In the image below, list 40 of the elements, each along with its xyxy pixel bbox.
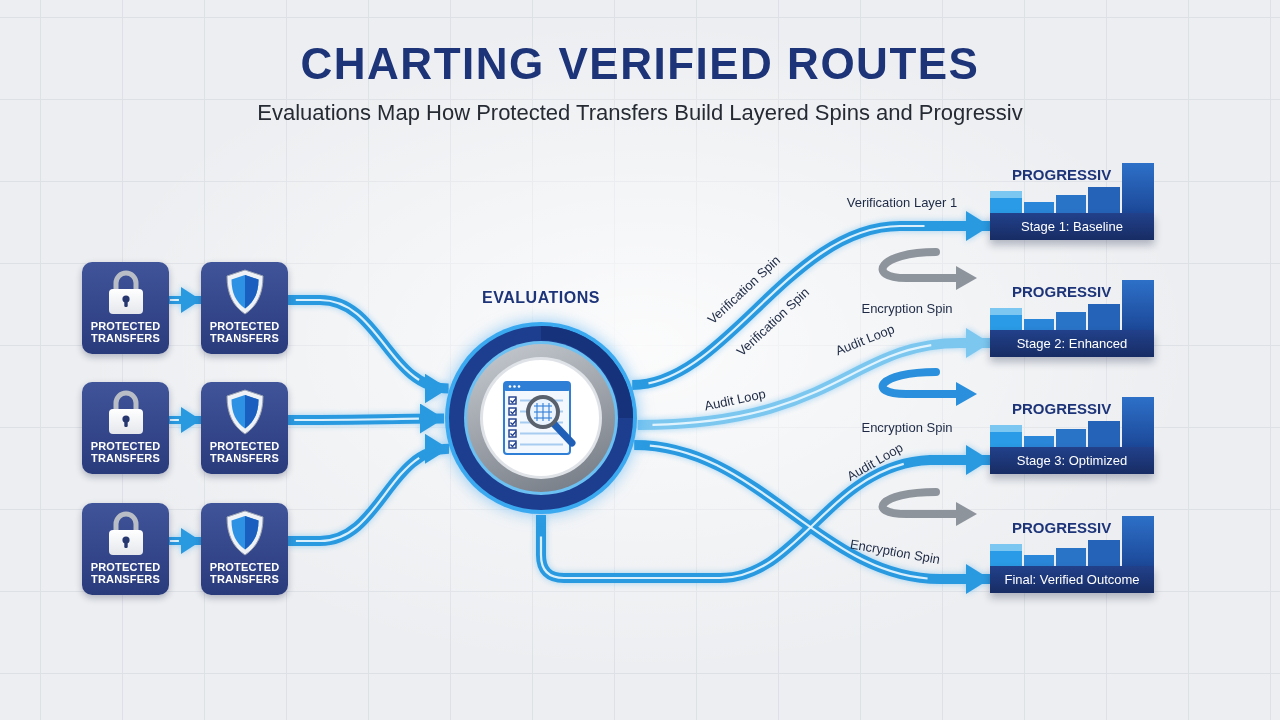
shield-tile [201, 382, 288, 474]
flow-arrow [631, 211, 990, 390]
lock-tile [82, 262, 169, 354]
flow-label: Verification Layer 1 [846, 195, 958, 211]
flow-arrow [169, 287, 201, 313]
flow-arrow [169, 407, 201, 433]
edge-label: Audit Loop [702, 385, 768, 415]
tile-caption: PROTECTED TRANSFERS [208, 560, 281, 586]
lock-tile [82, 382, 169, 474]
flow-label: Encryption Spin [861, 420, 953, 436]
lock-tile [82, 503, 169, 595]
stage-banner: Stage 2: Enhanced [990, 330, 1154, 357]
tile-caption: PROTECTED TRANSFERS [208, 319, 281, 345]
stage-banner: Stage 1: Baseline [990, 213, 1154, 240]
shield-tile [201, 262, 288, 354]
stage-banner: Final: Verified Outcome [990, 566, 1154, 593]
diagram-title: CHARTING VERIFIED ROUTES [300, 42, 980, 86]
tile-caption: PROTECTED TRANSFERS [89, 560, 162, 586]
flow-label: Audit Loop [833, 321, 897, 359]
flow-arrow [633, 440, 990, 594]
tile-caption: PROTECTED TRANSFERS [208, 439, 281, 465]
card-heading: PROGRESSIV [1012, 167, 1112, 182]
edge-label: Encryption Spin [848, 536, 942, 568]
flow-arrow [288, 437, 450, 546]
flow-arrow [288, 295, 450, 401]
flow-arrow [288, 403, 444, 434]
flow-label: Encryption Spin [861, 301, 953, 317]
card-heading: PROGRESSIV [1012, 520, 1112, 535]
tile-caption: PROTECTED TRANSFERS [89, 319, 162, 345]
flow-arrow [536, 445, 990, 583]
card-heading: PROGRESSIV [1012, 284, 1112, 299]
hub-heading: EVALUATIONS [482, 290, 600, 306]
subtitle: Evaluations Map How Protected Transfers Build Layered Spins and Progressiv [257, 100, 1023, 127]
shield-tile [201, 503, 288, 595]
flow-arrow [169, 528, 201, 554]
edge-label: Audit Loop [844, 439, 906, 485]
flow-arrow [637, 328, 990, 430]
card-heading: PROGRESSIV [1012, 401, 1112, 416]
stage-banner: Stage 3: Optimized [990, 447, 1154, 474]
tile-caption: PROTECTED TRANSFERS [89, 439, 162, 465]
